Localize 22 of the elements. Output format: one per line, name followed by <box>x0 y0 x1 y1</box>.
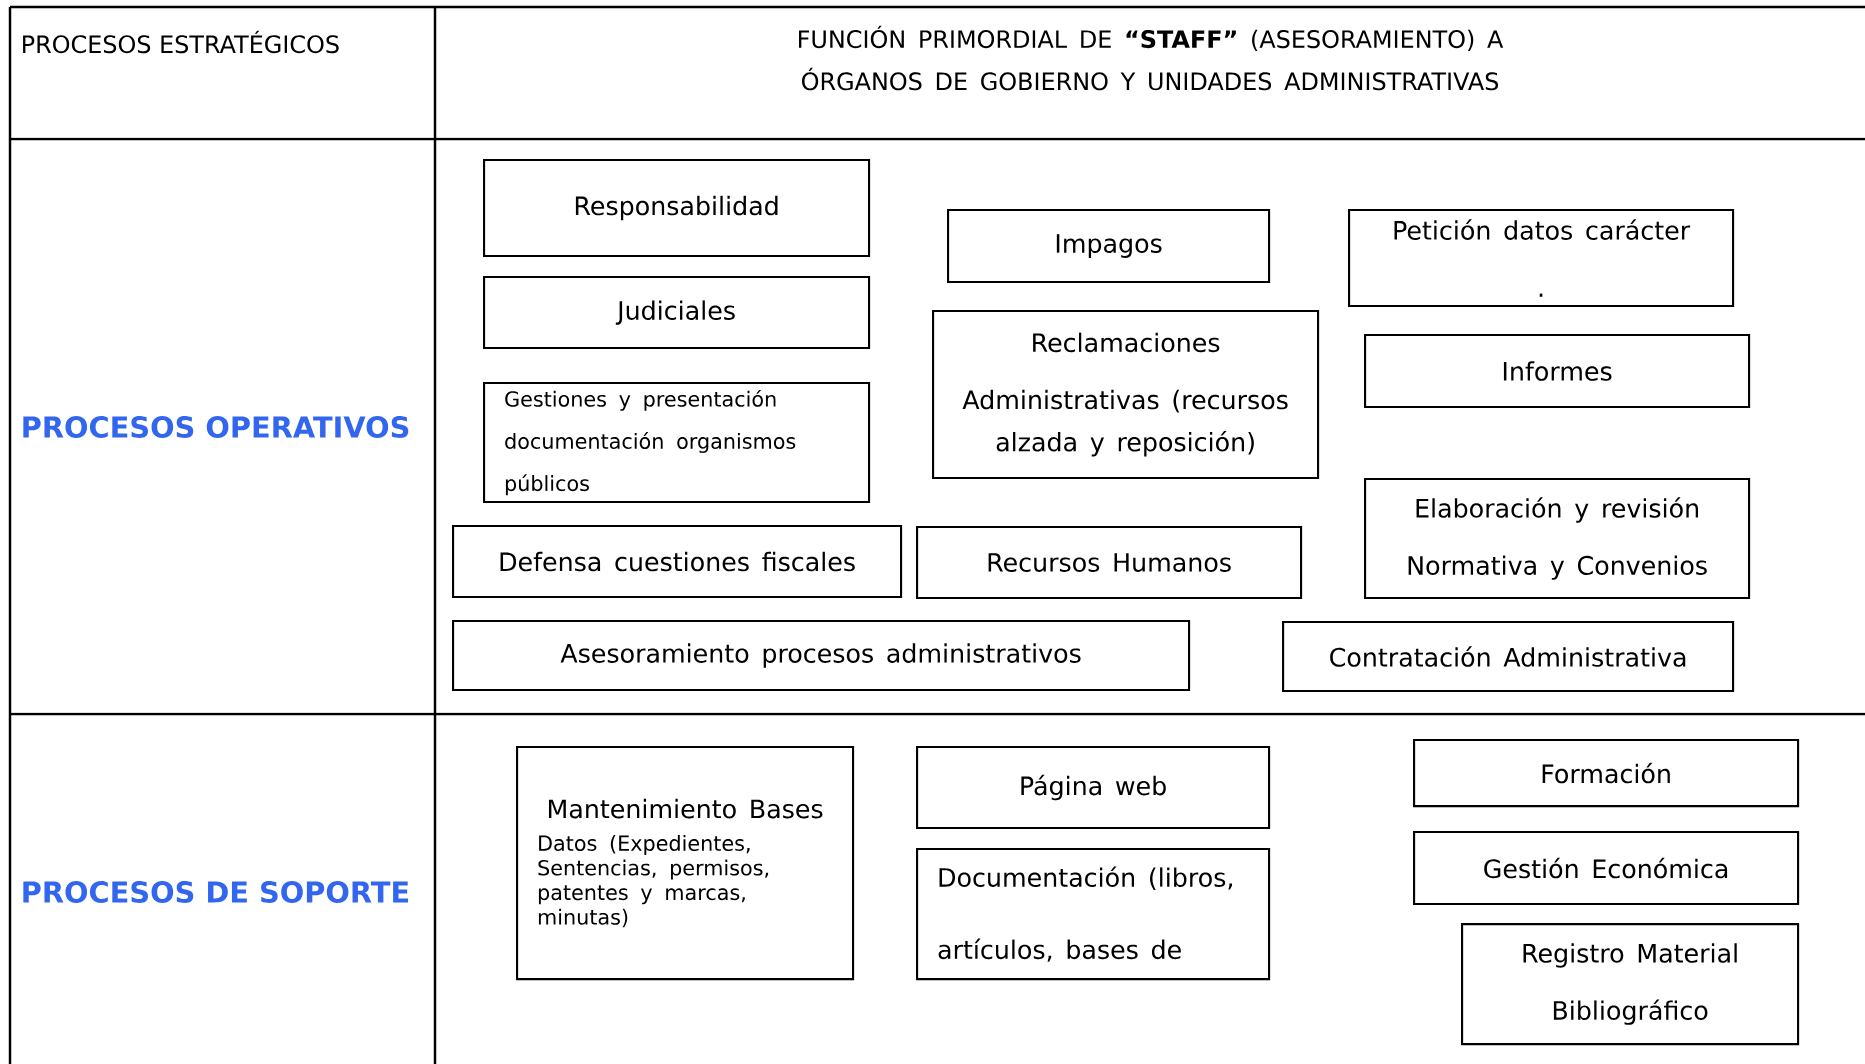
process-box: Petición datos carácter . <box>1348 209 1735 308</box>
row-heading: PROCESOS DE SOPORTE <box>23 881 409 903</box>
process-box: Asesoramiento procesos administrativos <box>452 620 1191 692</box>
process-box: Reclamaciones Administrativas (recursos alzada y reposición) <box>932 310 1320 480</box>
process-box: Formación <box>1413 739 1800 808</box>
process-box: Contratación Administrativa <box>1282 621 1735 693</box>
process-box: Judiciales <box>483 276 871 350</box>
process-box: Registro Material Bibliográfico <box>1461 923 1800 1046</box>
header-text: FUNCIÓN PRIMORDIAL DE “STAFF” (ASESORAMIENTO) A ÓRGANOS DE GOBIERNO Y UNIDADES ADMINISTRATIVAS <box>799 25 1504 91</box>
process-box: Gestiones y presentación documentación organismos públicos <box>483 382 871 504</box>
process-box: Elaboración y revisión Normativa y Convenios <box>1364 478 1751 600</box>
process-box: Mantenimiento Bases Datos (Expedientes, Sentencias, permisos, patentes y marcas, minutas) <box>516 746 855 981</box>
process-box: Impagos <box>947 209 1271 284</box>
process-box: Página web <box>916 746 1271 830</box>
process-box: Gestión Económica <box>1413 831 1800 906</box>
process-box: Documentación (libros, artículos, bases de <box>916 848 1271 981</box>
process-box: Informes <box>1364 334 1751 409</box>
process-box: Defensa cuestiones fiscales <box>452 525 903 599</box>
cell-text: PROCESOS ESTRATÉGICOS <box>23 30 339 54</box>
row-heading: PROCESOS OPERATIVOS <box>23 416 409 438</box>
process-box: Responsabilidad <box>483 159 871 258</box>
process-box: Recursos Humanos <box>916 526 1303 600</box>
